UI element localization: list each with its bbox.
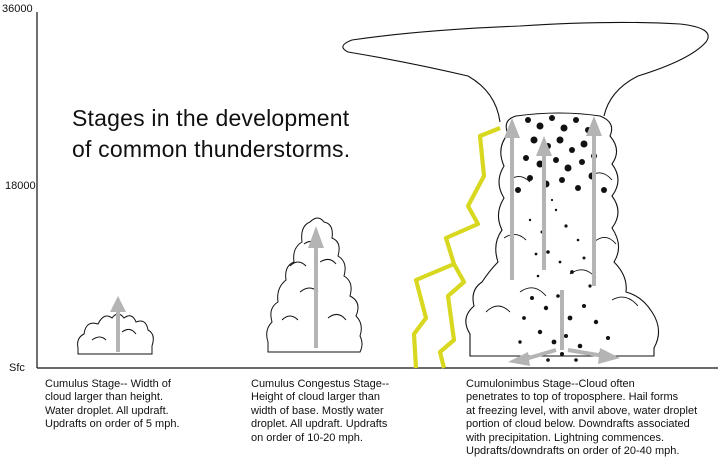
caption-line: Updrafts/downdrafts on order of 20-40 mp… bbox=[466, 445, 680, 458]
downdraft-arrows bbox=[508, 290, 620, 366]
cumulus-cloud bbox=[77, 296, 154, 355]
cumulonimbus-caption: Cumulonimbus Stage--Cloud often penetrat… bbox=[466, 378, 697, 458]
cumulus-caption: Cumulus Stage-- Width of cloud larger th… bbox=[45, 378, 180, 432]
caption-line: portion of cloud below. Downdrafts assoc… bbox=[466, 418, 690, 431]
precipitation-region bbox=[518, 198, 610, 362]
cumulus-congestus-caption: Cumulus Congestus Stage-- Height of clou… bbox=[251, 378, 389, 445]
cumulus-congestus-cloud bbox=[266, 217, 363, 353]
diagram-title: Stages in the development of common thun… bbox=[72, 103, 350, 165]
altitude-label-36000: 36000 bbox=[2, 3, 33, 15]
title-line: of common thunderstorms. bbox=[72, 136, 351, 162]
caption-line: penetrates to top of troposphere. Hail f… bbox=[466, 391, 679, 404]
anvil bbox=[342, 21, 709, 123]
caption-line: on order of 10-20 mph. bbox=[251, 431, 363, 444]
caption-line: Cumulus Congestus Stage-- bbox=[251, 378, 390, 390]
altitude-label-surface: Sfc bbox=[9, 362, 25, 374]
caption-line: cloud larger than height. bbox=[45, 391, 164, 404]
caption-line: Height of cloud larger than bbox=[251, 391, 381, 404]
caption-line: Water droplet. All updraft. bbox=[45, 404, 169, 417]
caption-line: Updrafts on order of 5 mph. bbox=[45, 418, 180, 431]
title-line: Stages in the development bbox=[72, 105, 350, 131]
altitude-label-18000: 18000 bbox=[5, 180, 36, 192]
lightning-bolt bbox=[411, 126, 501, 369]
caption-line: with precipitation. Lightning commences. bbox=[466, 431, 665, 444]
cumulonimbus-cloud bbox=[342, 21, 709, 366]
caption-line: width of base. Mostly water bbox=[251, 404, 384, 417]
updraft-arrows bbox=[504, 116, 602, 286]
cloud-tower bbox=[465, 112, 660, 357]
caption-line: Cumulus Stage-- Width of bbox=[45, 378, 171, 390]
caption-line: droplet. All updraft. Updrafts bbox=[251, 418, 388, 431]
caption-line: Cumulonimbus Stage--Cloud often bbox=[466, 378, 635, 390]
caption-line: at freezing level, with anvil above, wat… bbox=[466, 404, 698, 417]
